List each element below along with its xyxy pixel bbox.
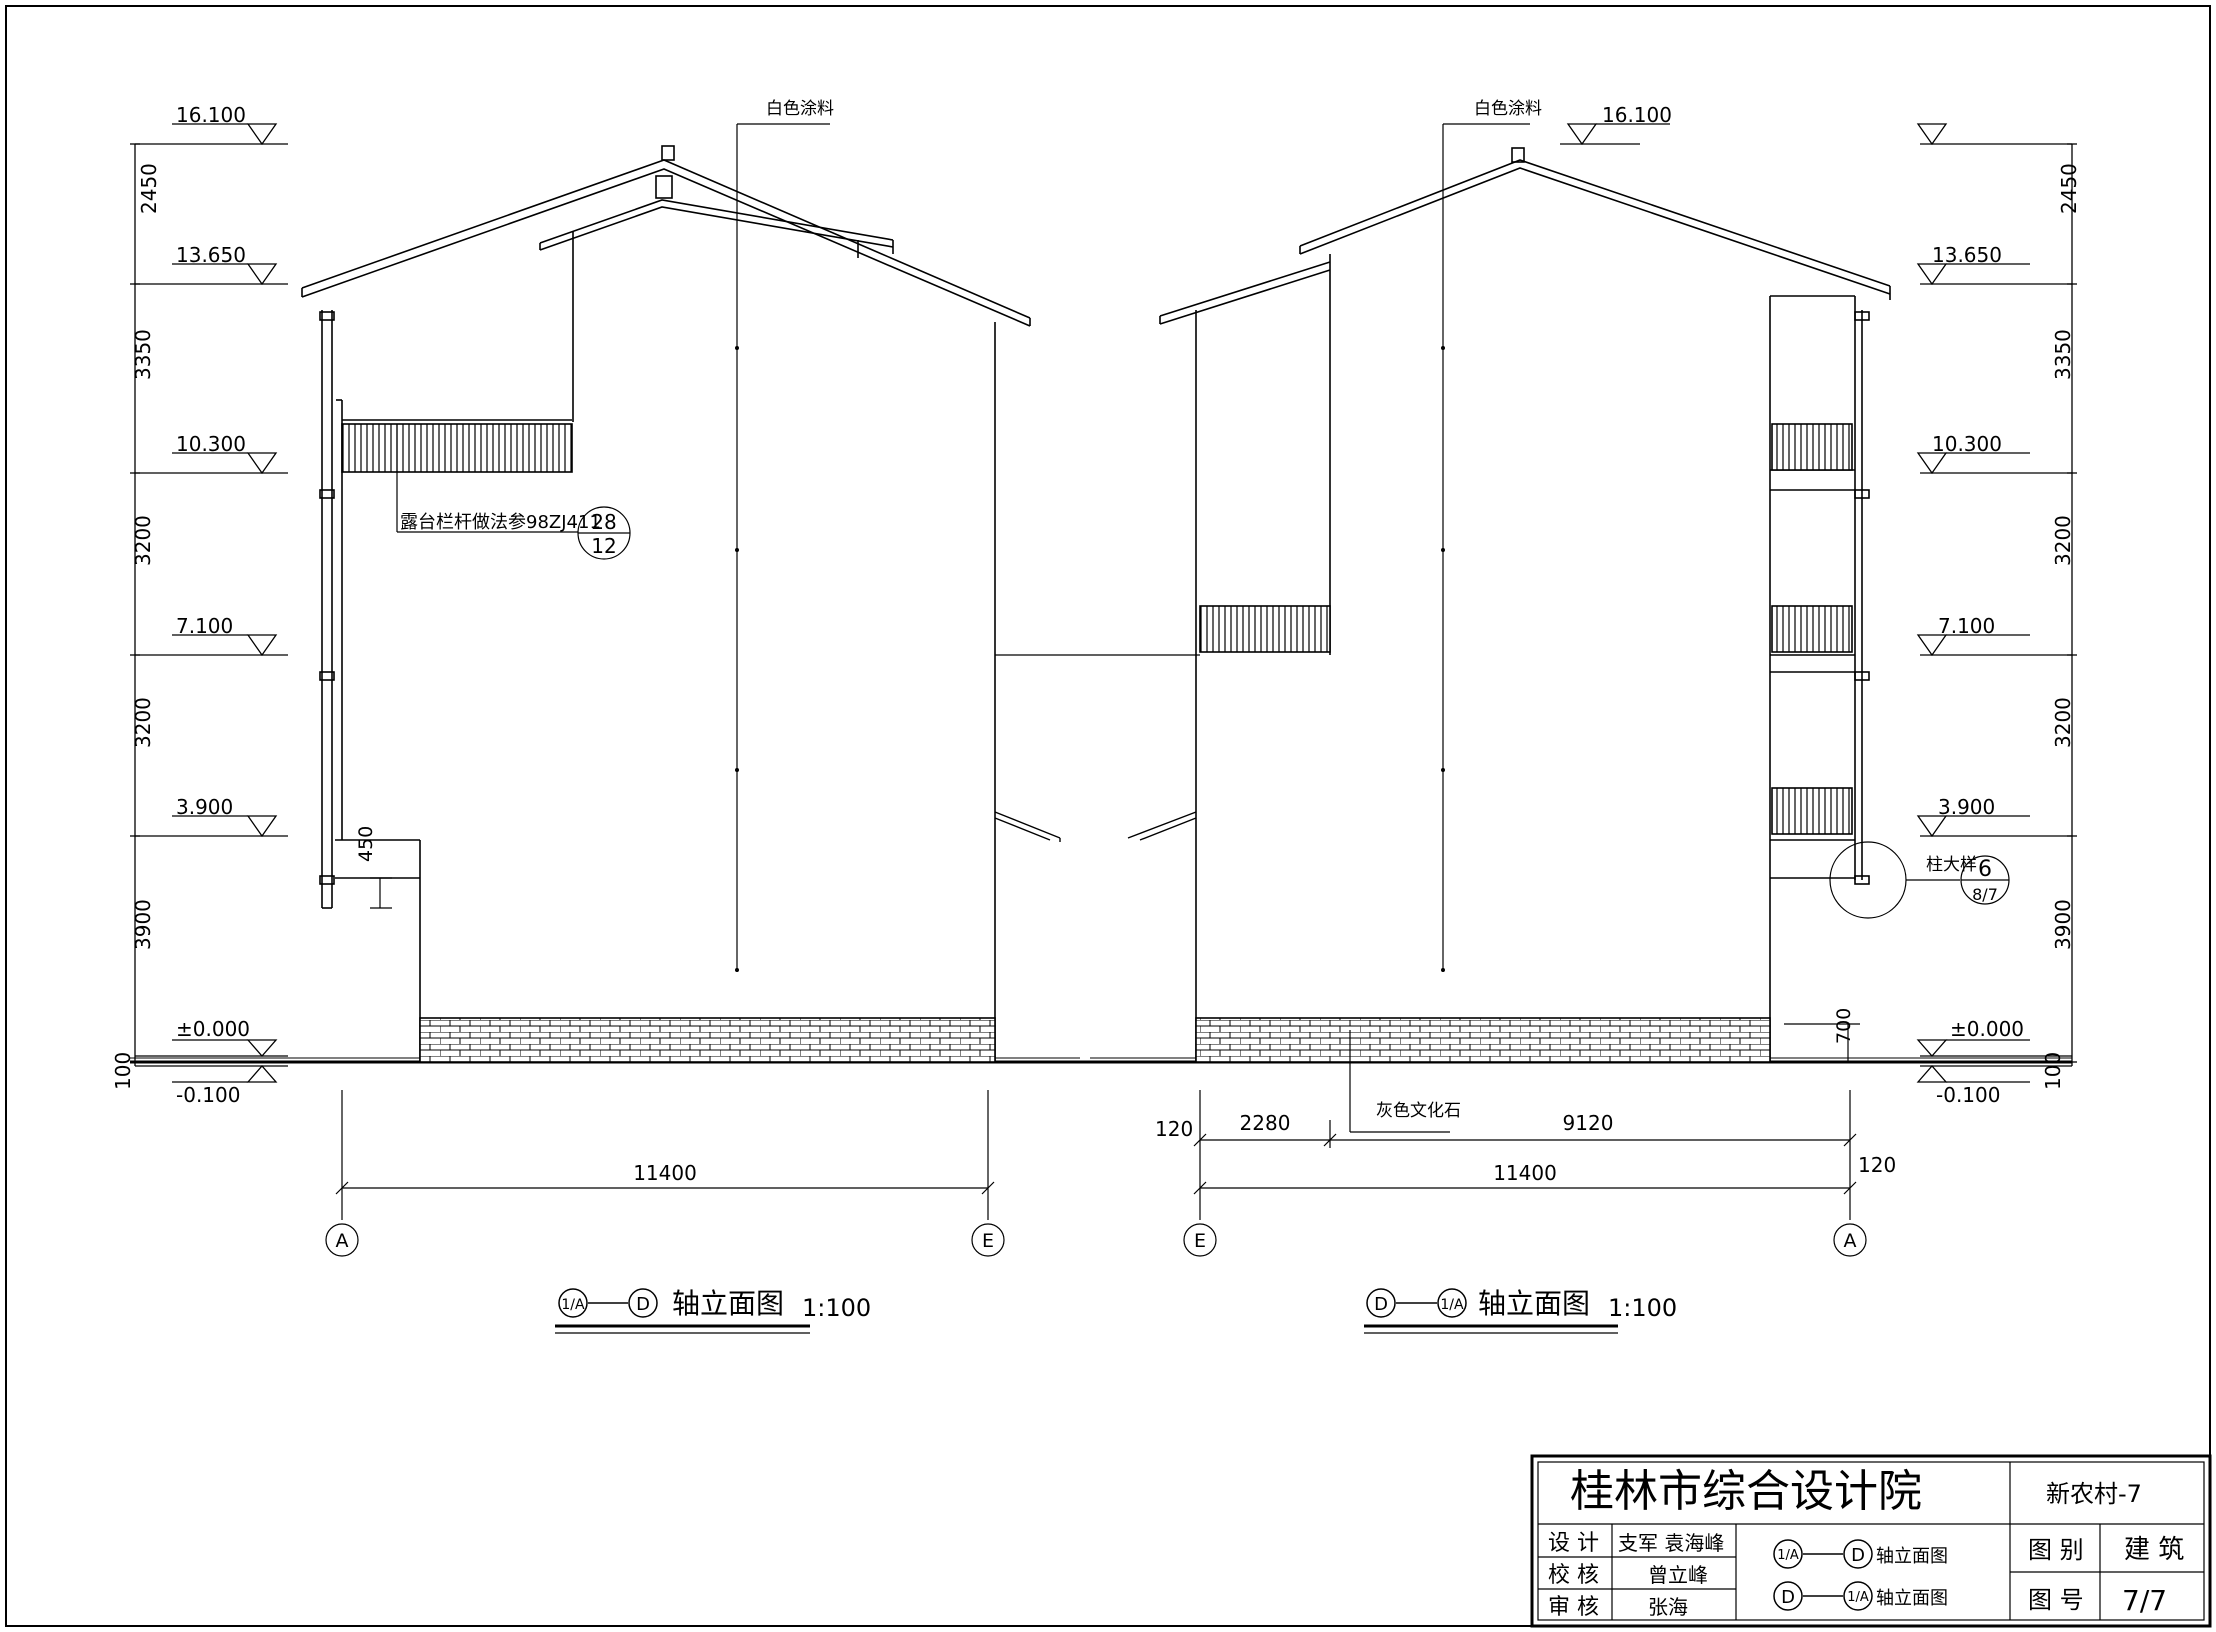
right-brick-base (1195, 1017, 1771, 1063)
left-view-title: 1/A D 轴立面图 1:100 (555, 1287, 871, 1334)
title-block-drawing-1: 轴立面图 (1876, 1546, 1948, 1567)
right-ref-bottom: 8/7 (1972, 885, 1998, 904)
left-title-text: 轴立面图 (672, 1287, 784, 1320)
right-note-paint: 白色涂料 (1474, 99, 1542, 119)
title-block-number-label: 图 号 (2028, 1586, 2084, 1614)
title-block-drawing-2: 轴立面图 (1876, 1588, 1948, 1609)
right-dim-700: 700 (1833, 1008, 1855, 1044)
right-dim-120-right: 120 (1858, 1153, 1896, 1177)
left-level-3900: 3.900 (176, 795, 233, 819)
right-level-16100: 16.100 (1602, 103, 1672, 127)
left-ref-top: 28 (591, 510, 616, 534)
right-dim-3900: 3900 (2051, 899, 2075, 950)
title-block-review-label: 审 核 (1548, 1595, 1599, 1620)
title-block-check-label: 校 核 (1548, 1563, 1599, 1588)
left-level-16100: 16.100 (176, 103, 246, 127)
left-level-7100: 7.100 (176, 614, 233, 638)
right-ref-top: 6 (1978, 857, 1992, 882)
left-level-10300: 10.300 (176, 432, 246, 456)
right-railing-7100 (1771, 605, 1853, 653)
right-elevation (1080, 123, 2077, 1257)
left-dim-3900: 3900 (131, 899, 155, 950)
title-block-project: 新农村-7 (2046, 1480, 2142, 1508)
left-dim-3350: 3350 (131, 329, 155, 380)
right-railing-3900 (1771, 787, 1853, 835)
right-title-b: 1/A (1440, 1297, 1464, 1313)
title-block-number-value: 7/7 (2122, 1584, 2167, 1617)
left-terrace-railing (341, 423, 573, 473)
left-title-scale: 1:100 (802, 1294, 871, 1322)
right-dim-total: 11400 (1493, 1161, 1557, 1185)
left-dim-450: 450 (355, 826, 377, 862)
title-block-institute: 桂林市综合设计院 (1570, 1466, 1922, 1517)
left-dim-2450: 2450 (137, 163, 161, 214)
left-note-railing: 露台栏杆做法参98ZJ411 (400, 512, 601, 533)
left-axis-a: A (336, 1230, 349, 1252)
left-dim-3200b: 3200 (131, 697, 155, 748)
right-level-13650: 13.650 (1932, 243, 2002, 267)
right-dim-3200b: 3200 (2051, 697, 2075, 748)
title-block: 桂林市综合设计院 新农村-7 设 计 支军 袁海峰 校 核 曾立峰 审 核 张海… (1530, 1454, 2212, 1628)
right-dim-120-left: 120 (1155, 1117, 1193, 1141)
right-note-column: 柱大样 (1926, 855, 1977, 875)
right-level-7100: 7.100 (1938, 614, 1995, 638)
left-level-13650: 13.650 (176, 243, 246, 267)
sheet-border (5, 5, 2211, 1627)
title-block-category-label: 图 别 (2028, 1536, 2084, 1564)
right-railing-left (1199, 605, 1331, 653)
right-title-text: 轴立面图 (1478, 1287, 1590, 1320)
left-note-paint: 白色涂料 (766, 99, 834, 119)
right-dim-100: 100 (2041, 1052, 2065, 1090)
left-dim-100: 100 (111, 1052, 135, 1090)
right-dim-2280: 2280 (1240, 1111, 1291, 1135)
title-block-review-name: 张海 (1648, 1595, 1688, 1619)
left-axis-e: E (982, 1230, 994, 1252)
right-level-10300: 10.300 (1932, 432, 2002, 456)
title-block-design-label: 设 计 (1548, 1531, 1599, 1556)
title-block-category-value: 建 筑 (2124, 1535, 2184, 1565)
right-dim-3350: 3350 (2051, 329, 2075, 380)
title-block-check-name: 曾立峰 (1648, 1563, 1708, 1587)
title-block-d1-b: D (1851, 1545, 1865, 1566)
right-axis-e: E (1194, 1230, 1206, 1252)
right-title-scale: 1:100 (1608, 1294, 1677, 1322)
right-level-3900: 3.900 (1938, 795, 1995, 819)
title-block-design-names: 支军 袁海峰 (1618, 1531, 1724, 1555)
right-dim-2450: 2450 (2057, 163, 2081, 214)
title-block-d2-b: 1/A (1847, 1590, 1869, 1605)
left-dim-3200a: 3200 (131, 515, 155, 566)
left-ref-bottom: 12 (591, 534, 616, 558)
left-title-a: 1/A (561, 1297, 585, 1313)
left-level-0: ±0.000 (176, 1017, 250, 1041)
right-level-minus100: -0.100 (1936, 1083, 2000, 1107)
left-title-b: D (636, 1294, 650, 1315)
right-dim-3200a: 3200 (2051, 515, 2075, 566)
right-level-0: ±0.000 (1950, 1017, 2024, 1041)
title-block-d2-a: D (1781, 1587, 1795, 1608)
right-axis-a: A (1844, 1230, 1857, 1252)
left-brick-base (419, 1017, 996, 1063)
right-railing-10300 (1771, 423, 1853, 471)
left-dim-total: 11400 (633, 1161, 697, 1185)
right-note-stone: 灰色文化石 (1376, 1101, 1461, 1121)
right-title-a: D (1374, 1294, 1388, 1315)
right-dim-9120: 9120 (1563, 1111, 1614, 1135)
left-elevation (130, 123, 1200, 1257)
right-view-title: D 1/A 轴立面图 1:100 (1364, 1287, 1677, 1334)
left-level-minus100: -0.100 (176, 1083, 240, 1107)
title-block-d1-a: 1/A (1777, 1548, 1799, 1563)
